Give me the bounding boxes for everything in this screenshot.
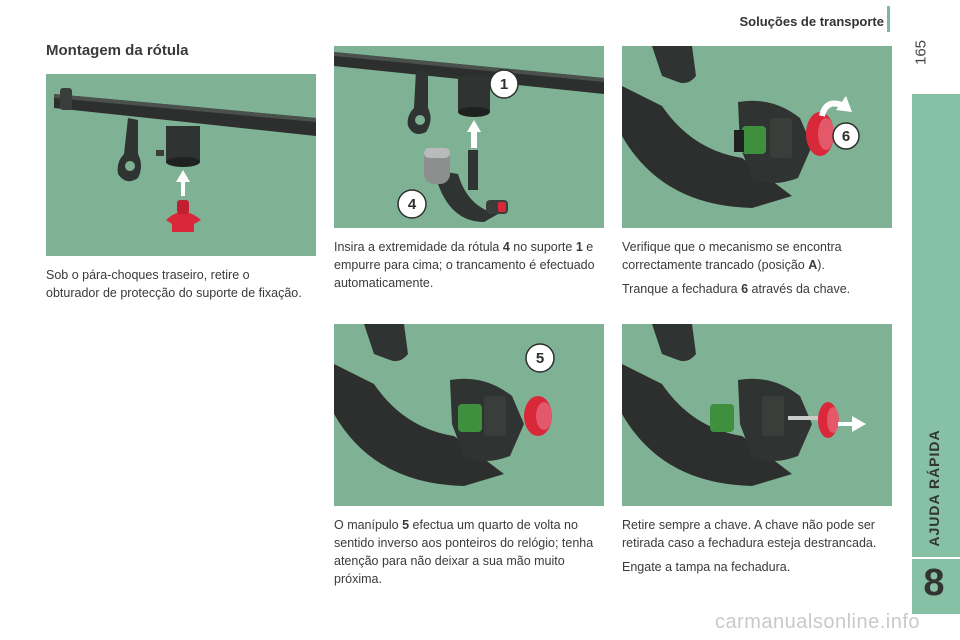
figure-remove-plug [46,74,316,256]
caption-lock-check: Verifique que o mecanismo se encontra co… [622,240,842,272]
caption-engage-cap: Engate a tampa na fechadura. [622,560,791,574]
caption-remove-key-text: Retire sempre a chave. A chave não pode … [622,518,877,550]
chapter-section-label: AJUDA RÁPIDA [914,418,954,558]
chapter-divider [912,557,960,559]
section-title: Montagem da rótula [46,42,189,59]
lock-key-illustration: 6 [622,46,892,228]
caption-lock-key: Verifique que o mecanismo se encontra co… [622,238,892,298]
caption-remove-plug: Sob o pára-choques traseiro, retire o ob… [46,266,306,302]
figure-remove-key [622,324,892,506]
page-number: 165 [912,39,930,66]
figure-knob-turn: 5 [334,324,604,506]
callout-4: 4 [408,196,417,213]
header-rule [887,6,890,32]
figure-insert-ball: 1 4 [334,46,604,228]
chapter-number: 8 [923,562,945,604]
callout-5: 5 [536,350,544,367]
caption-lock-instruction: Tranque a fechadura 6 através da chave. [622,282,851,296]
figure-lock-key: 6 [622,46,892,228]
watermark: carmanualsonline.info [714,611,920,633]
ball-insert-illustration: 1 4 [334,46,604,228]
caption-remove-plug-text: Sob o pára-choques traseiro, retire o ob… [46,268,302,300]
caption-remove-key: Retire sempre a chave. A chave não pode … [622,516,892,576]
knob-illustration: 5 [334,324,604,506]
towbar-plug-illustration [46,74,316,256]
caption-knob-text: O manípulo 5 efectua um quarto de volta … [334,518,594,586]
callout-6: 6 [842,128,850,145]
callout-1: 1 [500,76,508,93]
chapter-section-text: AJUDA RÁPIDA [926,429,942,547]
caption-insert-ball-text: Insira a extremidade da rótula 4 no supo… [334,240,595,290]
key-removal-illustration [622,324,892,506]
caption-knob-turn: O manípulo 5 efectua um quarto de volta … [334,516,604,588]
chapter-tab [912,94,960,614]
caption-insert-ball: Insira a extremidade da rótula 4 no supo… [334,238,604,292]
running-header: Soluções de transporte [739,14,884,29]
